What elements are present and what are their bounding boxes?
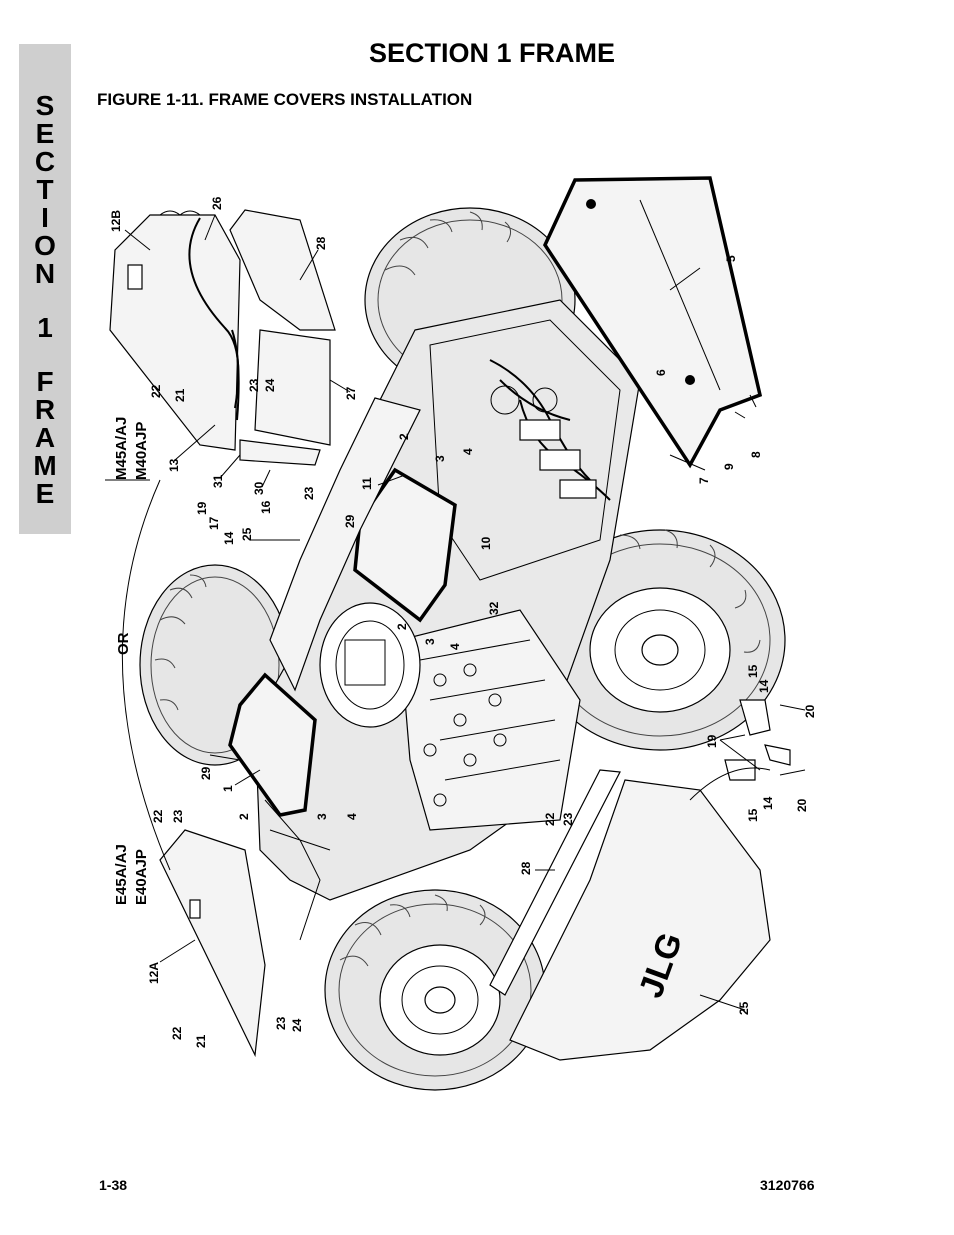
callout-21b: 21: [194, 1034, 208, 1048]
callout-1: 1: [221, 785, 235, 792]
model-label-m45: M45A/AJ M40AJP: [113, 417, 150, 480]
panel-12a: [159, 829, 266, 1058]
cover-31: [269, 397, 421, 692]
side-tab-letter: S: [35, 90, 55, 121]
svg-text:E40AJP: E40AJP: [133, 849, 150, 905]
callout-12b: 12B: [109, 210, 123, 232]
callout-22d: 22: [170, 1026, 184, 1040]
callout-29: 28: [519, 861, 533, 875]
callout-32: 30: [252, 481, 266, 495]
hood-12b: [109, 214, 241, 451]
bracket-hardware: [689, 699, 806, 801]
side-tab-letter: M: [33, 450, 57, 481]
side-tab-letter: E: [35, 478, 55, 509]
callout-16: 19: [195, 501, 209, 515]
svg-text:OR: OR: [115, 632, 132, 655]
callout-14: 14: [222, 531, 236, 545]
tire-front-left: [324, 889, 546, 1091]
callout-30: 31: [211, 474, 225, 488]
document-number: 3120766: [760, 1177, 815, 1193]
callout-5: 5: [724, 255, 738, 262]
battery-compartment: [399, 609, 581, 831]
side-tab-letter: I: [41, 202, 49, 233]
svg-text:M45A/AJ: M45A/AJ: [113, 417, 130, 480]
side-tab-letter: R: [34, 394, 56, 425]
page-number: 1-38: [99, 1177, 128, 1193]
callout-7: 7: [697, 477, 711, 484]
callout-25: 25: [240, 527, 254, 541]
callout-21: 21: [173, 388, 187, 402]
callout-4: 4: [461, 448, 475, 455]
section-title: SECTION 1 FRAME: [368, 38, 616, 68]
callout-16b: 15: [746, 664, 760, 678]
counterweight-25: [509, 779, 771, 1061]
callout-33: 32: [487, 601, 501, 615]
callout-20: 20: [803, 704, 817, 718]
callout-3b: 3: [423, 638, 437, 645]
callout-3c: 3: [315, 813, 329, 820]
callout-4c: 4: [345, 813, 359, 820]
callout-3: 3: [433, 455, 447, 462]
callout-31: 29: [343, 514, 357, 528]
callout-24: 24: [263, 378, 277, 392]
callout-20b: 20: [795, 798, 809, 812]
callout-31b: 29: [199, 766, 213, 780]
side-tab-letter: A: [34, 422, 56, 453]
callout-11: 11: [360, 477, 374, 490]
callout-17: 16: [259, 500, 273, 514]
callout-26: 26: [210, 196, 224, 210]
callouts: 12B 26 28 22 21 23 24 27 13 31 30 23 19 …: [109, 196, 817, 1048]
side-tab-letter: F: [36, 366, 54, 397]
panel-28: [229, 209, 336, 331]
model-label-or: OR: [115, 632, 132, 655]
svg-text:M40AJP: M40AJP: [133, 422, 150, 480]
hydraulic-valves: [489, 359, 611, 501]
callout-23e: 23: [274, 1016, 288, 1030]
side-tab-letter: O: [34, 230, 56, 261]
callout-9: 9: [722, 463, 736, 470]
callout-2: 2: [397, 433, 411, 440]
plate-32: [239, 439, 321, 466]
callout-23: 23: [247, 378, 261, 392]
svg-text:E45A/AJ: E45A/AJ: [113, 844, 130, 905]
callout-25b: 25: [737, 1001, 751, 1015]
callout-12a: 12A: [147, 962, 161, 984]
model-label-e45: E45A/AJ E40AJP: [113, 844, 150, 905]
callout-23d: 23: [561, 812, 575, 826]
callout-6: 6: [654, 369, 668, 376]
side-tab-letter: T: [36, 174, 54, 205]
callout-15b: 14: [757, 679, 771, 693]
callout-22c: 22: [543, 812, 557, 826]
side-tab-letter: E: [35, 118, 55, 149]
callout-10: 10: [479, 536, 493, 550]
callout-15: 17: [207, 516, 221, 530]
bar-29: [489, 769, 621, 996]
callout-23c: 23: [171, 809, 185, 823]
callout-13: 13: [167, 458, 181, 472]
side-tab-letter: C: [34, 146, 56, 177]
model-bracket-line: [121, 479, 171, 871]
leader-lines: [105, 214, 761, 1011]
callout-8: 8: [749, 451, 763, 458]
callout-28: 28: [314, 236, 328, 250]
panel-27: [254, 329, 331, 446]
callout-22b: 22: [151, 809, 165, 823]
callout-2c: 2: [237, 813, 251, 820]
callout-24b: 24: [290, 1018, 304, 1032]
callout-16c: 15: [746, 808, 760, 822]
callout-4b: 4: [448, 643, 462, 650]
callout-15c: 14: [761, 796, 775, 810]
side-tab-letter: N: [34, 258, 56, 289]
callout-22: 22: [149, 384, 163, 398]
callout-19: 19: [705, 734, 719, 748]
callout-2b: 2: [395, 623, 409, 630]
section-side-tab: S E C T I O N 1 F R A M E: [19, 44, 71, 534]
callout-23b: 23: [302, 486, 316, 500]
turntable-bearing: [319, 602, 421, 728]
figure-title: FIGURE 1-11. FRAME COVERS INSTALLATION: [97, 90, 473, 109]
side-tab-letter: 1: [37, 312, 53, 343]
callout-27: 27: [344, 386, 358, 400]
